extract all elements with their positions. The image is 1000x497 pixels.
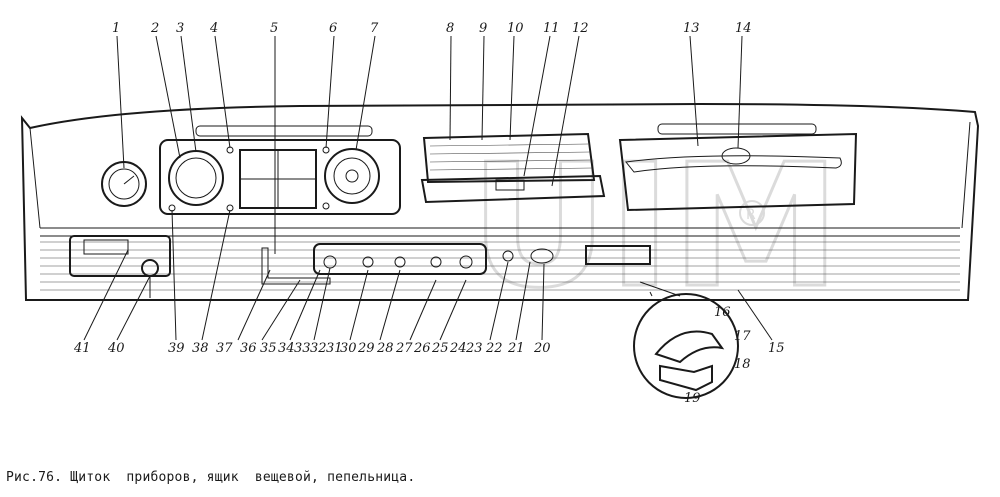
callout-labels: 1 2 3 4 5 6 7 8 9 10 11 12 13 14 15 16 1… xyxy=(73,21,785,406)
callout-22: 22 xyxy=(485,341,503,356)
watermark: UIM R xyxy=(469,127,842,328)
callout-16: 16 xyxy=(714,305,731,320)
callout-17: 17 xyxy=(734,329,751,344)
leader-lines xyxy=(83,35,773,341)
callout-37: 37 xyxy=(216,341,233,356)
callout-29: 29 xyxy=(357,341,375,356)
callout-33: 33 xyxy=(294,341,311,356)
right-vent-slot xyxy=(657,123,817,135)
callout-21: 21 xyxy=(507,341,525,356)
left-lower-panel xyxy=(69,235,171,298)
glove-box xyxy=(618,132,858,212)
callout-25: 25 xyxy=(431,341,449,356)
callout-1: 1 xyxy=(112,21,120,36)
tachometer-gauge xyxy=(101,161,147,207)
callout-27: 27 xyxy=(395,341,413,356)
callout-24: 24 xyxy=(449,341,467,356)
callout-41: 41 xyxy=(73,341,91,356)
callout-13: 13 xyxy=(683,21,700,36)
callout-39: 39 xyxy=(168,341,185,356)
callout-36: 36 xyxy=(240,341,257,356)
callout-32: 32 xyxy=(310,341,327,356)
callout-19: 19 xyxy=(684,391,701,406)
svg-text:R: R xyxy=(746,207,756,223)
figure-caption: Рис.76. Щиток приборов, ящик вещевой, пе… xyxy=(6,470,416,485)
callout-34: 34 xyxy=(278,341,295,356)
callout-5: 5 xyxy=(270,21,278,36)
callout-20: 20 xyxy=(533,341,551,356)
lower-bracket xyxy=(261,247,331,285)
center-console-unit xyxy=(420,132,606,204)
callout-31: 31 xyxy=(326,341,343,356)
ashtray-detail xyxy=(633,281,739,399)
callout-28: 28 xyxy=(376,341,394,356)
dashboard-body xyxy=(20,102,980,301)
switch-panel xyxy=(313,243,554,275)
callout-10: 10 xyxy=(507,21,524,36)
callout-4: 4 xyxy=(209,21,218,36)
callout-14: 14 xyxy=(735,21,752,36)
left-vent-slot xyxy=(195,125,373,137)
callout-8: 8 xyxy=(446,21,454,36)
callout-2: 2 xyxy=(150,21,159,36)
callout-11: 11 xyxy=(543,21,560,36)
watermark-logo: UIM xyxy=(470,128,840,326)
callout-7: 7 xyxy=(370,21,379,36)
callout-23: 23 xyxy=(465,341,483,356)
callout-12: 12 xyxy=(572,21,589,36)
callout-3: 3 xyxy=(176,21,184,36)
callout-15: 15 xyxy=(768,341,785,356)
callout-6: 6 xyxy=(329,21,337,36)
callout-9: 9 xyxy=(479,21,487,36)
callout-30: 30 xyxy=(340,341,357,356)
callout-18: 18 xyxy=(734,357,751,372)
callout-38: 38 xyxy=(192,341,209,356)
ashtray-slot xyxy=(585,245,651,265)
callout-40: 40 xyxy=(107,341,125,356)
callout-26: 26 xyxy=(413,341,431,356)
callout-35: 35 xyxy=(260,341,277,356)
